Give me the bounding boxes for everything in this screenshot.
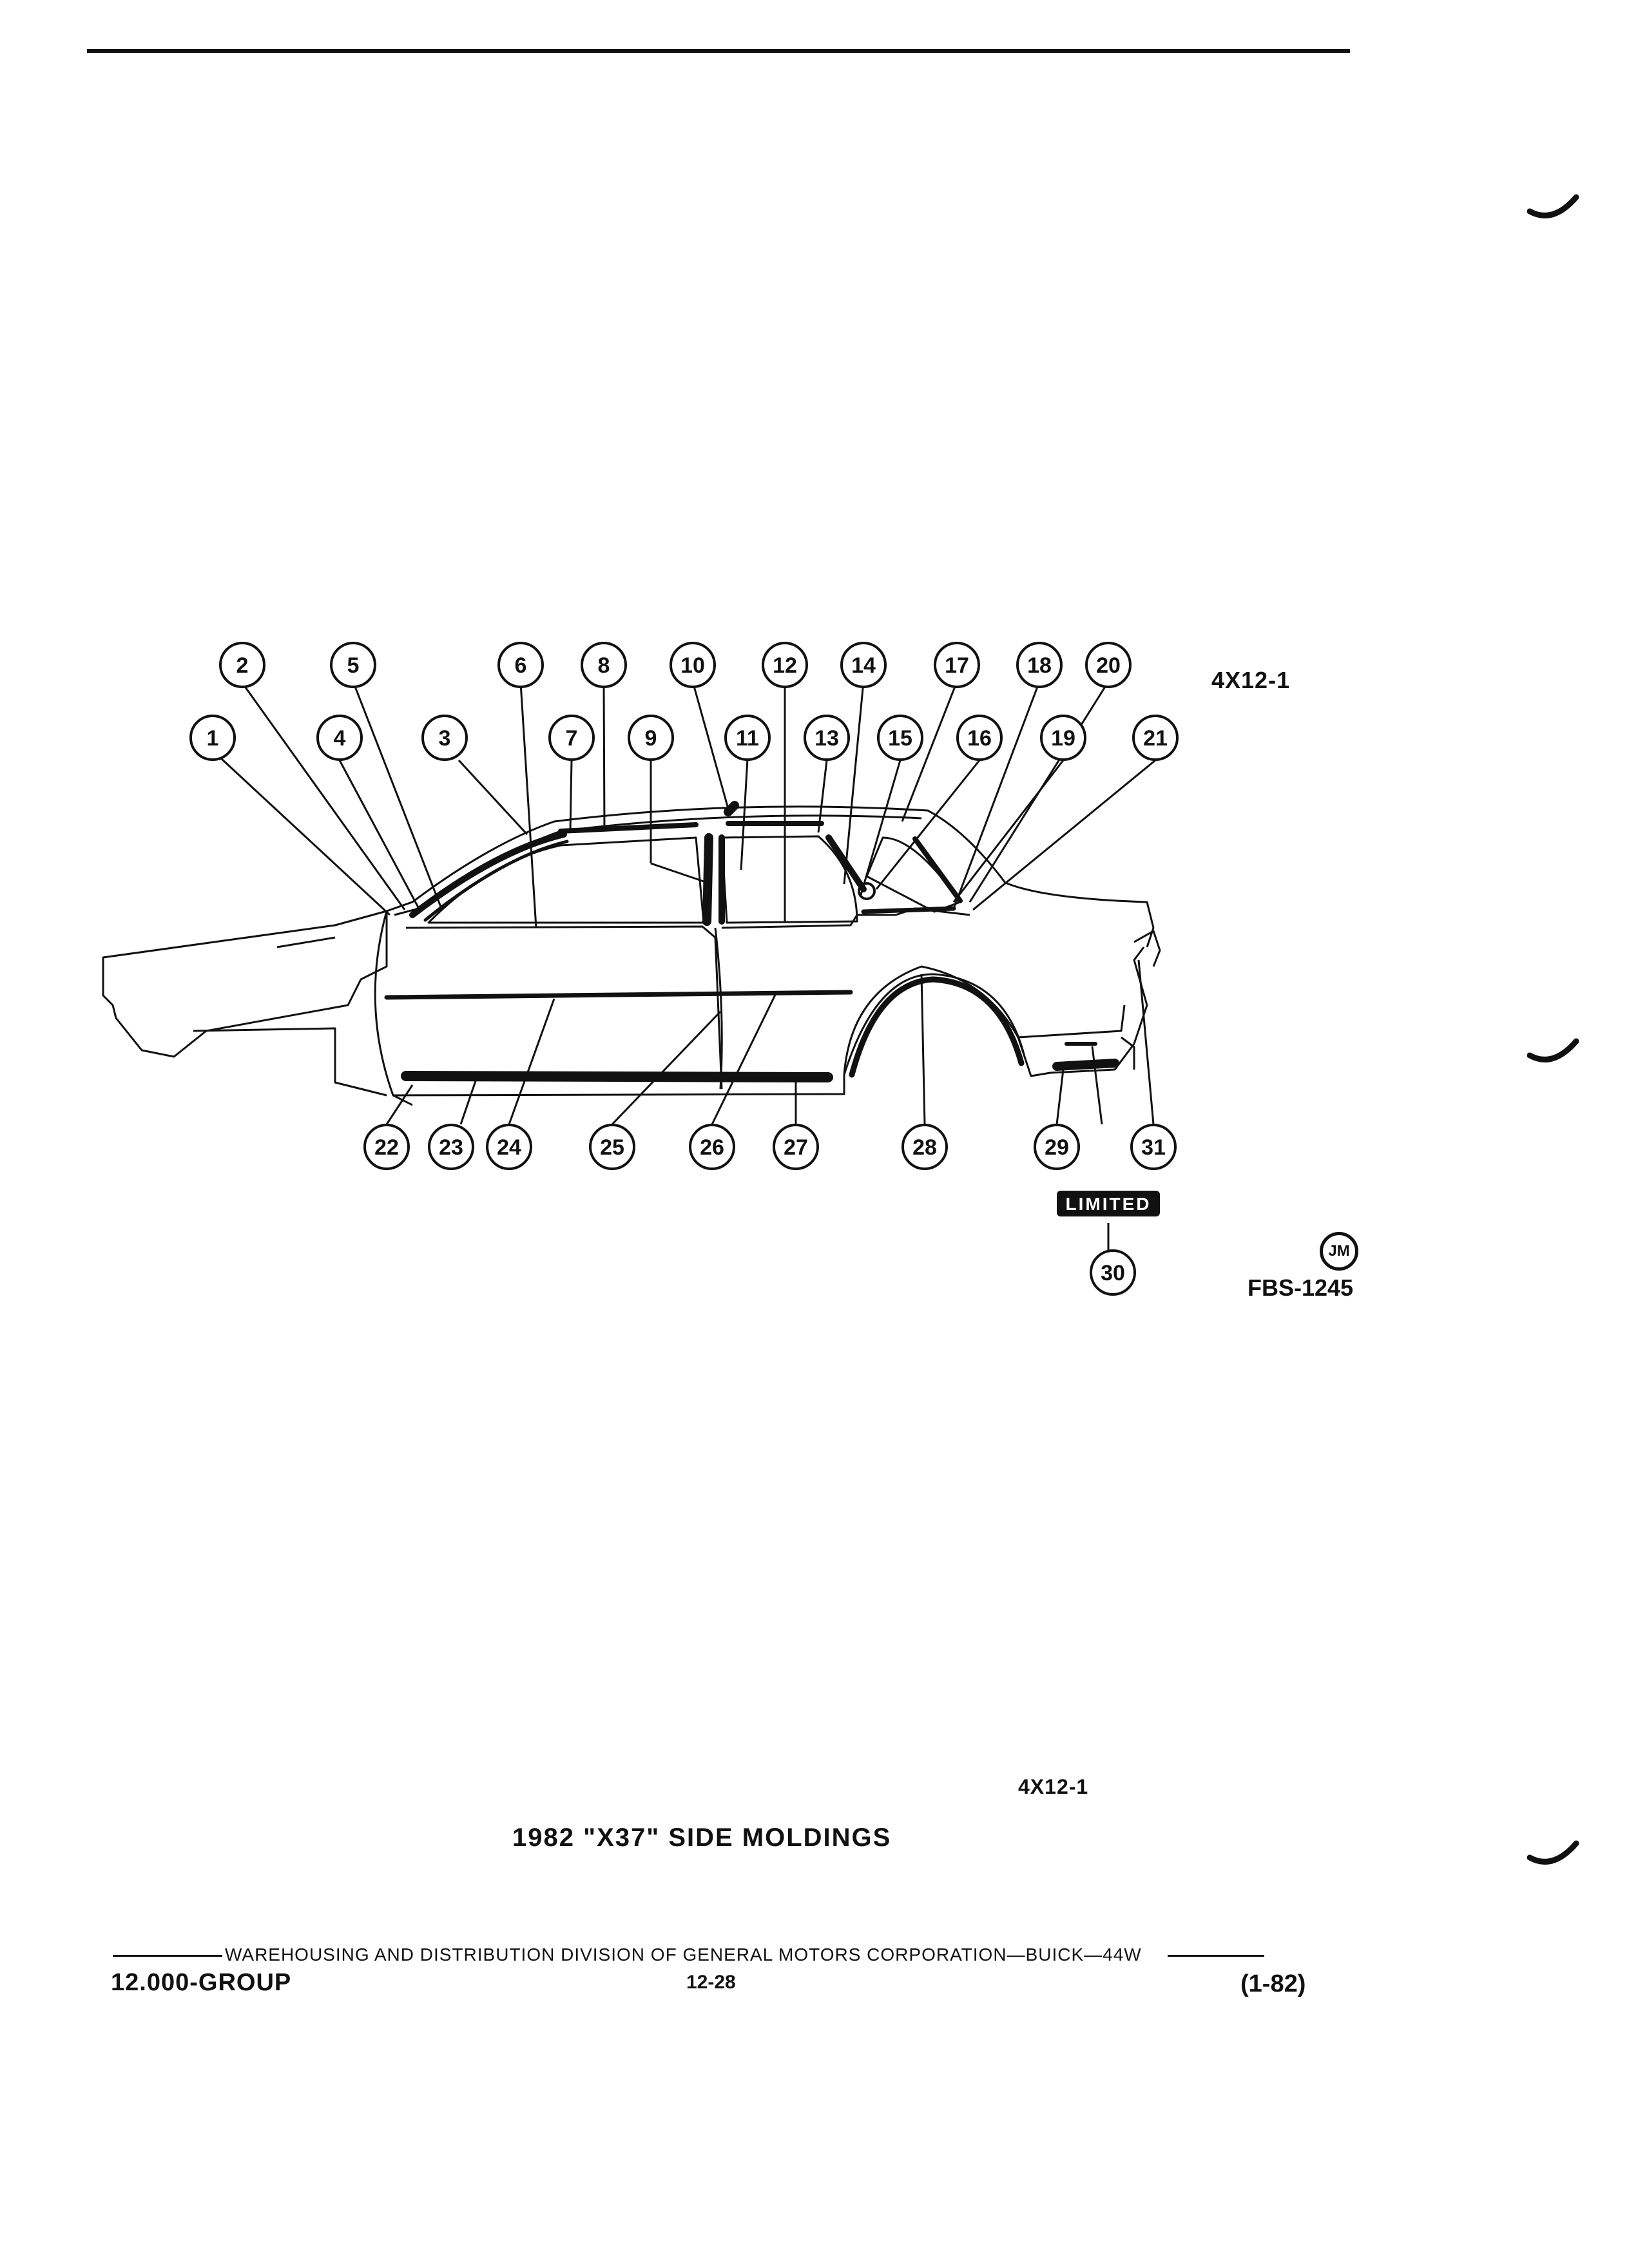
figure-code-bottom: 4X12-1 — [1018, 1775, 1089, 1798]
callout-6: 6 — [515, 653, 527, 678]
footer-rule-right — [1167, 1955, 1264, 1957]
callout-21: 21 — [1143, 726, 1168, 751]
callout-circles — [189, 642, 1179, 1296]
limited-emblem-text: LIMITED — [1066, 1194, 1152, 1214]
callout-16: 16 — [967, 726, 992, 751]
binder-mark-3 — [1527, 1840, 1579, 1865]
callout-15: 15 — [888, 726, 912, 751]
callout-19: 19 — [1051, 726, 1075, 751]
callout-3: 3 — [439, 726, 451, 751]
callout-8: 8 — [598, 653, 610, 678]
callout-10: 10 — [680, 653, 705, 678]
footer-division-text: WAREHOUSING AND DISTRIBUTION DIVISION OF… — [225, 1945, 1142, 1965]
footer-date: (1-82) — [1240, 1970, 1306, 1997]
footer-page-number: 12-28 — [686, 1972, 736, 1993]
drawing-number: FBS-1245 — [1248, 1274, 1354, 1301]
callout-28: 28 — [912, 1135, 937, 1160]
callout-1: 1 — [207, 726, 219, 751]
limited-emblem: LIMITED — [1057, 1191, 1160, 1216]
callout-31: 31 — [1141, 1135, 1166, 1160]
jm-badge: JM — [1320, 1232, 1358, 1271]
callout-17: 17 — [945, 653, 969, 678]
side-moldings-diagram: 1 2 3 4 5 6 7 8 9 10 11 12 13 14 15 16 1… — [102, 642, 1179, 1296]
callout-11: 11 — [736, 726, 759, 751]
callout-12: 12 — [773, 653, 797, 678]
quarter-emblem-icon — [858, 882, 876, 900]
footer-rule-left — [113, 1955, 222, 1957]
callout-numbers: 1 2 3 4 5 6 7 8 9 10 11 12 13 14 15 16 1… — [207, 653, 1168, 1285]
figure-code-top: 4X12-1 — [1211, 667, 1291, 693]
callout-24: 24 — [497, 1135, 521, 1160]
molding-strips — [384, 801, 1119, 1082]
binder-mark-2 — [1527, 1038, 1579, 1062]
callout-29: 29 — [1045, 1135, 1069, 1160]
callout-22: 22 — [374, 1135, 399, 1160]
callout-9: 9 — [645, 726, 657, 751]
footer-line: WAREHOUSING AND DISTRIBUTION DIVISION OF… — [113, 1945, 1264, 1965]
callout-27: 27 — [784, 1135, 808, 1160]
callout-20: 20 — [1096, 653, 1121, 678]
callout-5: 5 — [347, 653, 360, 678]
callout-4: 4 — [334, 726, 346, 751]
callout-26: 26 — [700, 1135, 724, 1160]
callout-23: 23 — [439, 1135, 463, 1160]
footer-group: 12.000-GROUP — [111, 1969, 292, 1996]
callout-25: 25 — [600, 1135, 624, 1160]
top-rule — [87, 49, 1350, 53]
leader-lines — [211, 681, 1156, 1250]
callout-13: 13 — [815, 726, 839, 751]
callout-30: 30 — [1101, 1261, 1125, 1285]
figure-caption: 1982 "X37" SIDE MOLDINGS — [512, 1823, 892, 1852]
callout-7: 7 — [566, 726, 578, 751]
binder-mark-1 — [1527, 194, 1579, 218]
callout-14: 14 — [851, 653, 876, 678]
callout-18: 18 — [1027, 653, 1052, 678]
callout-2: 2 — [236, 653, 249, 678]
